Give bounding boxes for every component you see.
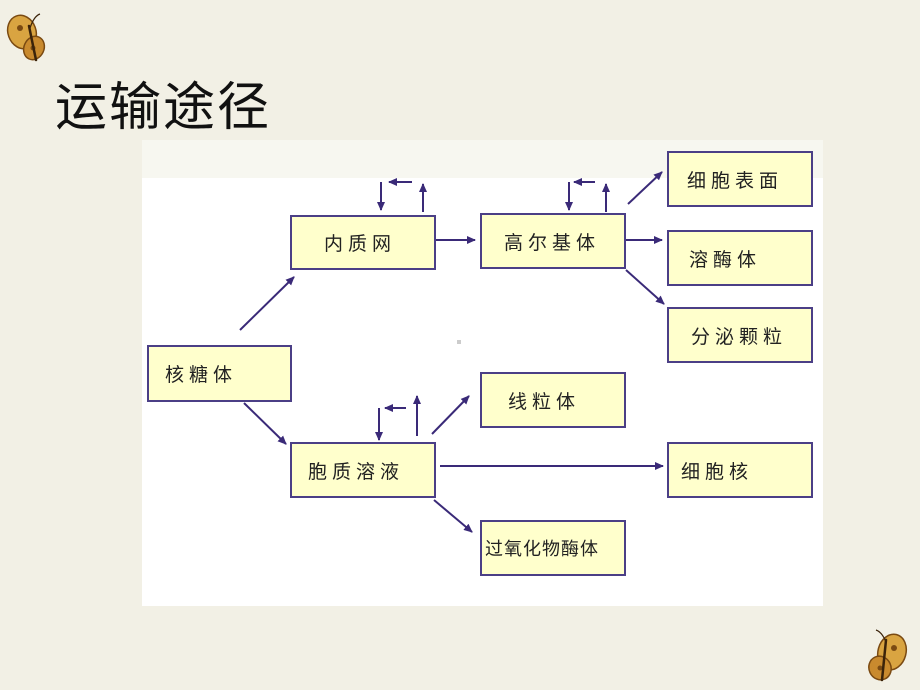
- node-secretory-granule: 分泌颗粒: [667, 307, 813, 363]
- slide-title: 运输途径: [55, 78, 272, 138]
- node-nucleus: 细胞核: [667, 442, 813, 498]
- node-golgi-label: 高尔基体: [504, 231, 601, 254]
- center-dot: [457, 340, 461, 344]
- node-cytosol: 胞质溶液: [290, 442, 436, 498]
- node-er-label: 内质网: [324, 233, 397, 255]
- node-cytosol-label: 胞质溶液: [308, 460, 405, 483]
- butterfly-icon: [2, 8, 54, 68]
- node-golgi: 高尔基体: [480, 213, 626, 269]
- node-peroxisome-label: 过氧化物酶体: [485, 539, 599, 560]
- butterfly-icon: [862, 626, 914, 686]
- node-cell-surface-label: 细胞表面: [687, 169, 784, 192]
- arrow-ribosome-er: [239, 276, 295, 331]
- arrow-ribosome-cytosol: [243, 402, 287, 445]
- node-peroxisome: 过氧化物酶体: [480, 520, 626, 576]
- node-ribosome-label: 核糖体: [165, 364, 238, 386]
- diagram-arrows: [239, 171, 665, 533]
- node-nucleus-label: 细胞核: [681, 460, 754, 483]
- transport-pathway-diagram: 核糖体 内质网 高尔基体 细胞表面 溶酶体 分泌颗粒 胞质溶液 线粒体 细胞核 …: [142, 140, 823, 606]
- node-mitochondria-label: 线粒体: [508, 390, 581, 413]
- node-lysosome-label: 溶酶体: [689, 248, 762, 271]
- arrow-cytosol-mitochondria: [431, 395, 470, 435]
- node-ribosome: 核糖体: [147, 345, 292, 402]
- arrow-golgi-cell-surface: [627, 171, 663, 205]
- node-er: 内质网: [290, 215, 436, 270]
- node-mitochondria: 线粒体: [480, 372, 626, 428]
- arrow-cytosol-peroxisome: [433, 499, 473, 533]
- node-lysosome: 溶酶体: [667, 230, 813, 286]
- node-secretory-granule-label: 分泌颗粒: [691, 325, 788, 348]
- arrow-golgi-secretory: [625, 269, 665, 305]
- node-cell-surface: 细胞表面: [667, 151, 813, 207]
